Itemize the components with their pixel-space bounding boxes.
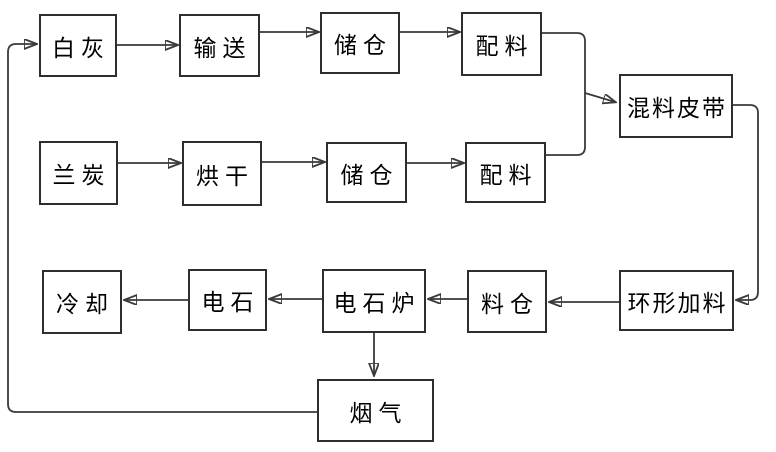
node-conveying: 输送 [179, 14, 260, 77]
node-mixing-belt-label: 混料皮带 [627, 96, 727, 121]
node-batching-1-label: 配料 [475, 34, 534, 59]
node-cooling-label: 冷却 [56, 292, 114, 317]
node-drying: 烘干 [182, 141, 262, 206]
edge-fluegas-whitelime [7, 44, 317, 413]
node-white-lime: 白灰 [39, 14, 117, 77]
node-ring-feeder-label: 环形加料 [627, 290, 728, 316]
node-mixing-belt: 混料皮带 [619, 74, 733, 138]
node-semi-coke: 兰炭 [39, 141, 118, 205]
node-storage-bin-1: 储仓 [320, 12, 400, 74]
edge-batching-mixingbelt [584, 92, 615, 102]
node-feed-bin-label: 料仓 [481, 291, 539, 317]
edge-batching-merge-line [542, 32, 586, 156]
node-flue-gas-label: 烟气 [349, 400, 408, 426]
node-semi-coke-label: 兰炭 [52, 163, 111, 188]
node-carbide-furnace-label: 电石炉 [333, 291, 421, 316]
node-ring-feeder: 环形加料 [619, 270, 734, 331]
node-feed-bin: 料仓 [467, 270, 547, 333]
node-cooling: 冷却 [42, 270, 122, 334]
node-calcium-carbide-label: 电石 [201, 290, 260, 315]
edge-mixingbelt-ringfeeder [733, 104, 759, 300]
node-calcium-carbide: 电石 [188, 269, 267, 331]
node-batching-2: 配料 [465, 142, 546, 203]
node-carbide-furnace: 电石炉 [322, 269, 426, 333]
node-storage-bin-2: 储仓 [326, 142, 407, 203]
node-conveying-label: 输送 [193, 35, 252, 61]
node-drying-label: 烘干 [196, 163, 254, 189]
node-storage-bin-1-label: 储仓 [334, 33, 392, 58]
node-flue-gas: 烟气 [317, 379, 434, 442]
node-storage-bin-2-label: 储仓 [340, 162, 399, 188]
node-batching-2-label: 配料 [479, 162, 538, 188]
node-batching-1: 配料 [461, 12, 542, 76]
node-white-lime-label: 白灰 [52, 35, 110, 61]
